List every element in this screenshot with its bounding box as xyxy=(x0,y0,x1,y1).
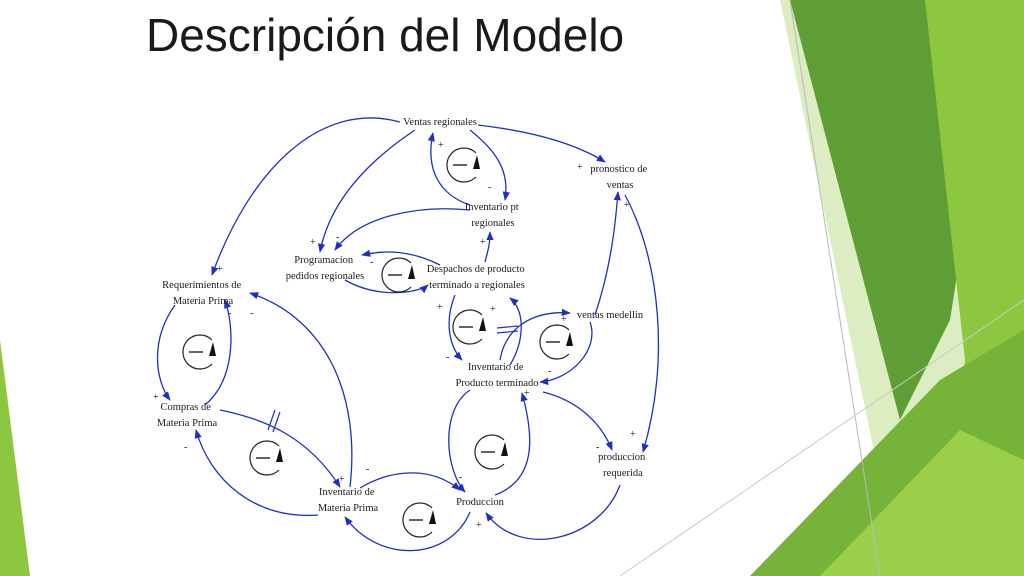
link-despachos-to-programacion xyxy=(361,249,441,266)
link-produccion-to-inv-mp xyxy=(344,511,471,552)
sign-plus: + xyxy=(630,429,636,440)
delay-mark-despachos-2 xyxy=(496,330,519,334)
sign-minus: - xyxy=(459,472,462,483)
sign-minus: - xyxy=(184,442,187,453)
sign-plus: + xyxy=(438,140,444,151)
sign-minus: - xyxy=(228,308,231,319)
delay-mark-despachos xyxy=(496,325,519,329)
link-inv-mp-to-compras xyxy=(194,429,319,517)
sign-minus: - xyxy=(366,464,369,475)
loop-symbol-compras xyxy=(249,440,283,476)
sign-minus: - xyxy=(250,308,253,319)
link-despachos-to-inv-prod-term xyxy=(448,294,463,361)
link-compras-to-inv-mp xyxy=(219,409,341,488)
sign-plus: + xyxy=(561,314,567,325)
link-compras-to-requerimientos xyxy=(204,299,232,406)
sign-plus: + xyxy=(480,237,486,248)
link-ventas-reg-to-pronostico xyxy=(477,124,606,163)
node-compras: Compras de Materia Prima xyxy=(157,402,218,429)
link-programacion-to-despachos xyxy=(344,279,429,294)
node-despachos: Despachos de producto terminado a region… xyxy=(427,264,528,291)
sign-plus: + xyxy=(437,302,443,313)
link-produccion-to-inv-prod-term xyxy=(494,392,531,496)
link-inv-prod-term-to-despachos xyxy=(509,297,522,366)
sign-minus: - xyxy=(548,366,551,377)
loop-symbol-inventario-mp xyxy=(402,502,436,538)
sign-minus: - xyxy=(446,352,449,363)
link-ventas-reg-to-inv-pt xyxy=(469,129,510,201)
link-inv-prod-term-to-ventas-med xyxy=(499,308,571,361)
link-ventas-reg-to-requerimientos xyxy=(211,117,401,276)
deco-shape-bottom xyxy=(820,430,1024,576)
deco-line-2 xyxy=(619,299,1024,576)
link-ventas-reg-to-programacion xyxy=(317,129,416,253)
sign-plus: + xyxy=(476,520,482,531)
loop-symbol-requerimientos xyxy=(182,334,216,370)
node-produccion-requerida: produccion requerida xyxy=(598,452,648,479)
node-inventario-pt-regionales: Inventario pt regionales xyxy=(465,202,522,229)
loop-symbol-programacion xyxy=(381,257,415,293)
link-pronostico-to-produccion-req xyxy=(624,194,660,453)
sign-plus: + xyxy=(339,474,345,485)
link-produccion-req-to-produccion xyxy=(485,484,621,540)
delay-mark-compras-2 xyxy=(272,411,281,433)
sign-plus: + xyxy=(217,264,223,275)
sign-plus: + xyxy=(524,388,530,399)
sign-minus: - xyxy=(336,232,339,243)
polarity-signs: + + - + + - + - + + + + - - - - + + + - … xyxy=(153,140,636,531)
deco-shape-left xyxy=(0,340,30,576)
node-ventas-medellin: ventas medellin xyxy=(577,310,644,321)
link-inv-pt-to-programacion xyxy=(334,208,471,251)
loop-symbol-ventas-medellin xyxy=(539,324,573,360)
loop-symbol-ventas xyxy=(446,147,480,183)
delay-mark-compras xyxy=(267,409,276,431)
node-inventario-mp: Inventario de Materia Prima xyxy=(318,487,379,514)
node-produccion: Produccion xyxy=(456,497,505,508)
link-ventas-med-to-pronostico xyxy=(594,191,621,316)
sign-plus: + xyxy=(310,237,316,248)
link-ventas-med-to-inv-prod-term xyxy=(539,321,593,386)
link-inv-mp-to-requerimientos xyxy=(249,292,353,488)
sign-plus: + xyxy=(624,200,630,211)
sign-minus: - xyxy=(370,257,373,268)
sign-minus: - xyxy=(488,182,491,193)
link-requerimientos-to-compras xyxy=(156,304,176,401)
link-despachos-to-inv-pt xyxy=(484,231,494,263)
node-labels: Ventas regionales pronostico de ventas I… xyxy=(157,117,650,514)
node-requerimientos: Requerimientos de Materia Prima xyxy=(162,280,244,307)
link-inv-pt-to-ventas-reg xyxy=(427,132,471,206)
sign-plus: + xyxy=(153,392,159,403)
node-pronostico: pronostico de ventas xyxy=(590,164,650,191)
slide-title: Descripción del Modelo xyxy=(146,9,625,61)
sign-minus: - xyxy=(596,442,599,453)
causal-links xyxy=(156,117,660,552)
sign-plus: + xyxy=(577,162,583,173)
loop-symbols xyxy=(182,147,573,538)
link-inv-prod-term-to-produccion-req xyxy=(542,391,613,451)
deco-line-1 xyxy=(789,0,881,576)
node-inventario-producto-terminado: Inventario de Producto terminado xyxy=(455,362,538,389)
loop-symbol-produccion xyxy=(474,434,508,470)
loop-symbol-despachos xyxy=(452,309,486,345)
link-inv-mp-to-produccion xyxy=(359,472,461,491)
sign-plus: + xyxy=(490,304,496,315)
node-ventas-regionales: Ventas regionales xyxy=(403,117,477,128)
node-programacion: Programacion pedidos regionales xyxy=(286,255,364,282)
